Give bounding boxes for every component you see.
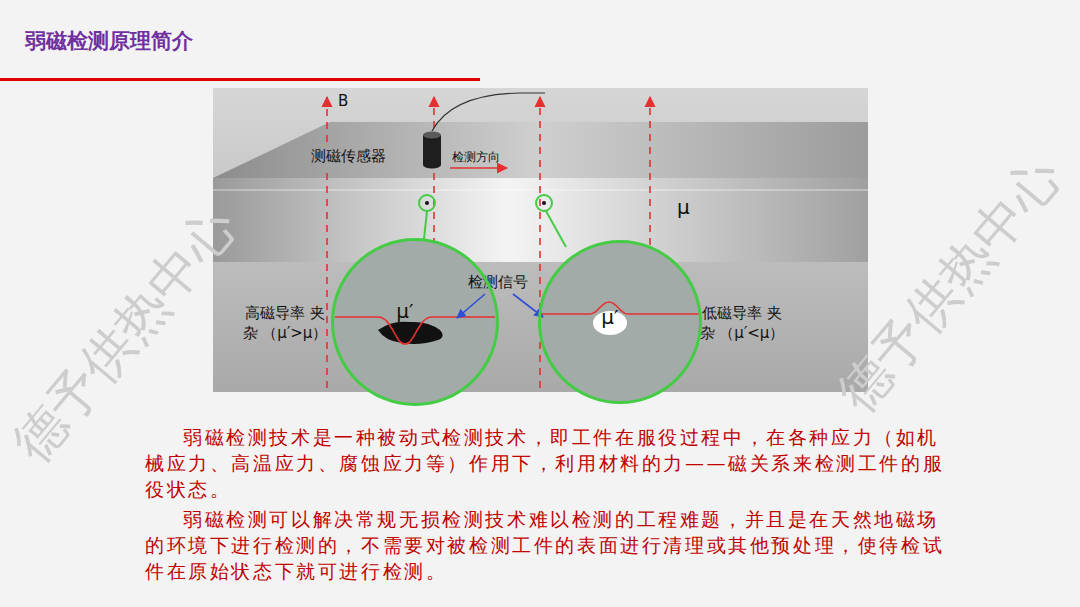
slide-title: 弱磁检测原理简介 [25, 27, 193, 55]
inclusion-symbol: μ′ [601, 305, 618, 329]
direction-label: 检测方向 [452, 149, 500, 166]
signal-pointer [457, 294, 485, 318]
signal-curve [541, 302, 699, 314]
body-paragraph: 弱磁检测可以解决常规无损检测技术难以检测的工程难题，并且是在天然地磁场的环境下进… [145, 506, 957, 584]
inclusion-symbol: μ′ [396, 299, 413, 323]
zoom-fill [332, 239, 498, 405]
direction-arrow [450, 167, 507, 169]
title-rule [0, 78, 480, 81]
zoom-circle: μ′ [331, 238, 499, 406]
sensor-label: 测磁传感器 [311, 147, 386, 166]
body-paragraph: 弱磁检测技术是一种被动式检测技术，即工件在服役过程中，在各种应力（如机械应力、高… [145, 424, 957, 502]
inclusion-label: 低磁导率 夹杂 （μ′<μ） [697, 303, 787, 343]
inclusion-label: 高磁导率 夹杂 （μ′>μ） [240, 303, 330, 343]
sensor-cable [432, 93, 545, 131]
signal-label: 检测信号 [468, 273, 528, 292]
sensor-symbol [423, 132, 441, 169]
signal-curve [335, 317, 495, 344]
inclusion-marks [419, 195, 566, 247]
figure-ground [213, 88, 868, 392]
field-label: B [338, 92, 348, 110]
watermark: 德予供热中心 [823, 143, 1077, 427]
zoom-fill [539, 241, 701, 403]
permeability-label: μ [677, 195, 690, 219]
zoom-circle: μ′ [538, 240, 702, 404]
